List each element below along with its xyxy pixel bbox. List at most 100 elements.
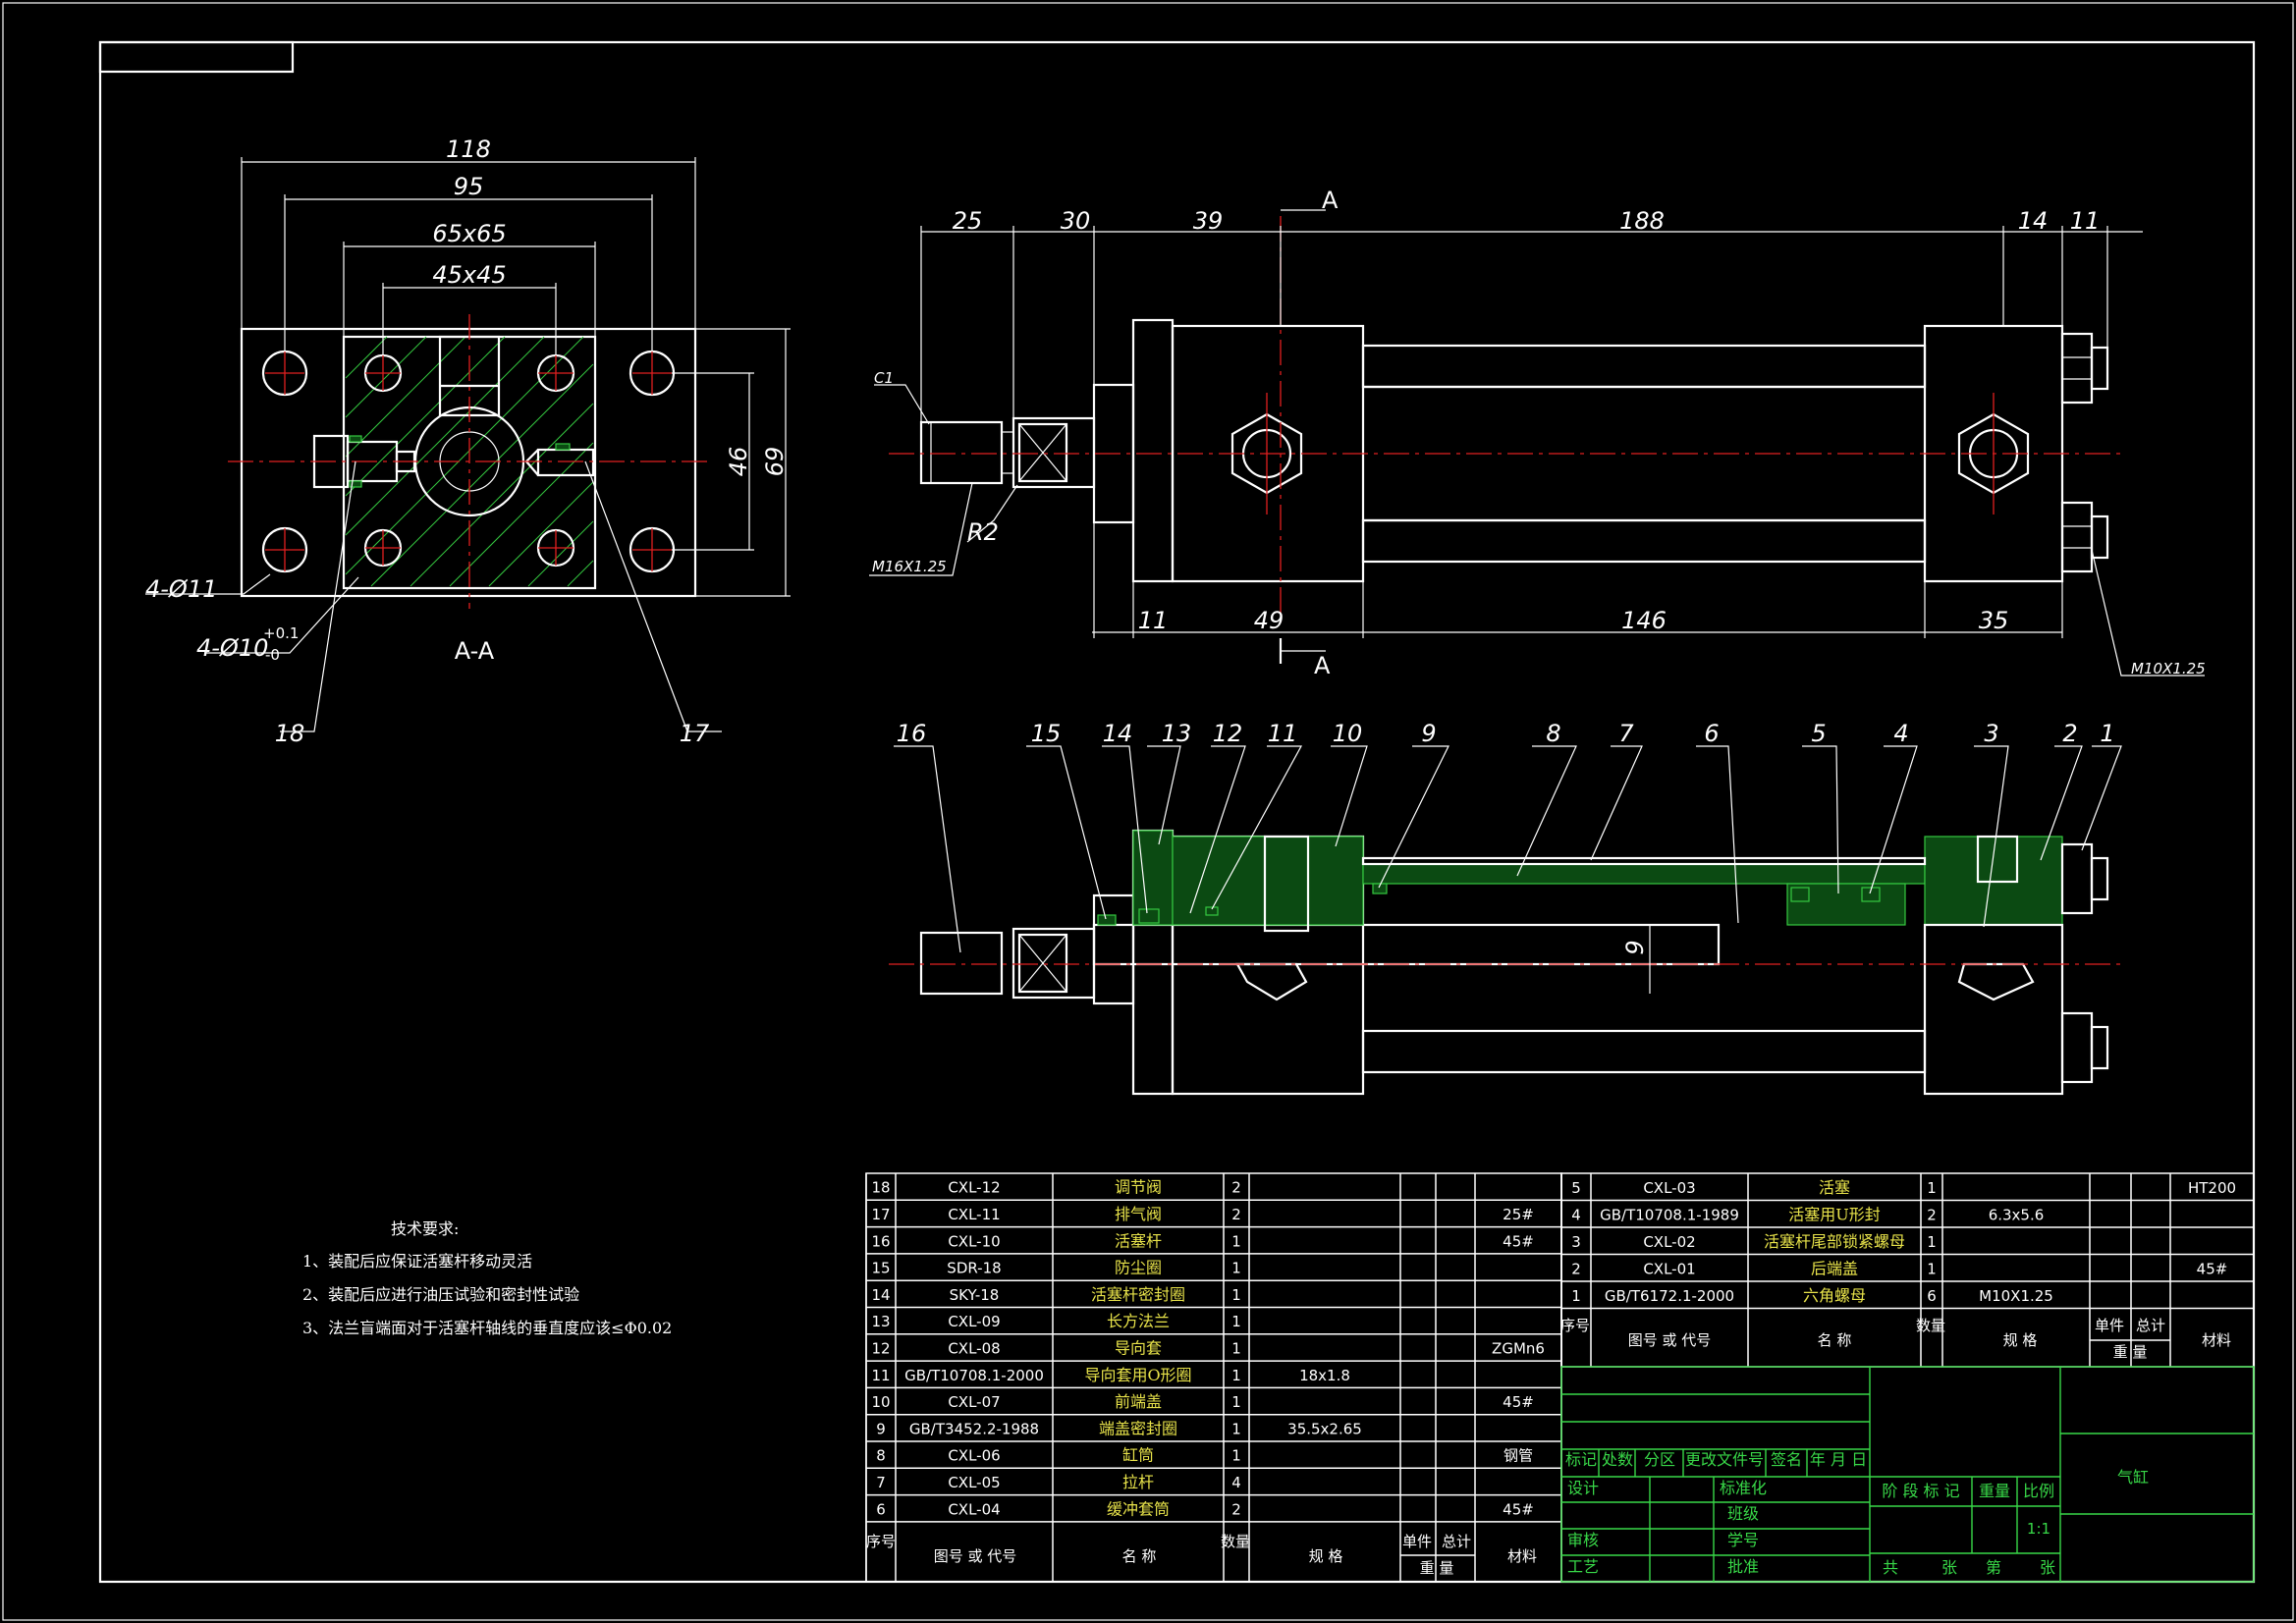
bom-cell-mat: 45#	[1503, 1393, 1534, 1411]
hdr-r-spec: 规 格	[2003, 1331, 2038, 1349]
bom-right-header: 序号 图号 或 代号 名 称 数量 规 格 单件 总计 重 量 材料	[1560, 1317, 2231, 1361]
corner-box	[98, 40, 295, 74]
bom-cell-code: SDR-18	[947, 1260, 1001, 1277]
bom-cell-mat: HT200	[2188, 1179, 2236, 1197]
tb-date: 年 月 日	[1810, 1450, 1867, 1469]
balloon-2: 2	[2062, 720, 2077, 747]
bom-cell-code: CXL-01	[1643, 1260, 1695, 1277]
bom-cell-code: CXL-06	[948, 1447, 1000, 1465]
tb-sign: 签名	[1771, 1450, 1802, 1469]
bom-cell-qty: 1	[1231, 1313, 1241, 1330]
balloon-7: 7	[1618, 720, 1634, 747]
tb-sheet-no: 第	[1986, 1558, 2001, 1577]
tb-student-no: 学号	[1727, 1531, 1759, 1549]
bom-cell-spec: 35.5x2.65	[1287, 1420, 1362, 1437]
bom-cell-no: 4	[1571, 1206, 1581, 1223]
bom-cell-qty: 1	[1231, 1232, 1241, 1250]
bom-cell-mat: 45#	[1503, 1500, 1534, 1518]
bom-cell-code: CXL-08	[948, 1339, 1000, 1357]
bom-cell-no: 2	[1571, 1260, 1581, 1277]
bom-cell-name: 排气阀	[1115, 1205, 1162, 1223]
assembly-view: 9 16 15 14 13 12 11 10	[889, 720, 2122, 1096]
hdr-weight: 重 量	[1420, 1559, 1454, 1577]
tb-scale: 比例	[2023, 1482, 2054, 1500]
section-view-a-a: 118 95 65x65 45x45 46 69 4-Ø11 4-Ø10 +0.…	[145, 135, 791, 747]
bom-cell-no: 15	[871, 1260, 890, 1277]
tb-craft: 工艺	[1567, 1557, 1599, 1576]
bom-cell-spec: 6.3x5.6	[1989, 1206, 2045, 1223]
balloon-13: 13	[1162, 720, 1192, 747]
tb-mark: 标记	[1565, 1450, 1597, 1469]
bom-cell-qty: 1	[1231, 1367, 1241, 1384]
balloon-15: 15	[1031, 720, 1062, 747]
hdr-r-code: 图号 或 代号	[1628, 1331, 1712, 1349]
bom-cell-qty: 1	[1927, 1260, 1937, 1277]
balloon-9: 9	[1421, 720, 1436, 747]
tb-change-doc: 更改文件号	[1685, 1450, 1764, 1469]
hdr-r-qty: 数量	[1916, 1317, 1945, 1334]
bom-cell-code: CXL-03	[1643, 1179, 1695, 1197]
bom-cell-qty: 1	[1231, 1420, 1241, 1437]
bom-cell-no: 17	[871, 1206, 890, 1223]
bom-cell-name: 调节阀	[1115, 1178, 1162, 1197]
tb-standard: 标准化	[1720, 1479, 1767, 1497]
bom-cell-spec: M10X1.25	[1979, 1287, 2053, 1305]
bom-cell-no: 18	[871, 1179, 890, 1197]
tb-approve: 批准	[1727, 1557, 1759, 1576]
bom-cell-no: 1	[1571, 1287, 1581, 1305]
label-c1: C1	[874, 369, 894, 387]
drawing-title: 气缸	[2117, 1468, 2149, 1487]
bom-cell-qty: 1	[1231, 1339, 1241, 1357]
bom-cell-qty: 1	[1927, 1233, 1937, 1251]
tb-zone: 分区	[1644, 1450, 1675, 1469]
bom-cell-qty: 2	[1231, 1206, 1241, 1223]
callout-4-holes-11: 4-Ø11	[145, 575, 217, 603]
bom-cell-qty: 2	[1927, 1206, 1937, 1223]
balloon-8: 8	[1546, 720, 1560, 747]
hdr-total: 总计	[1442, 1533, 1471, 1550]
bom-cell-no: 11	[871, 1367, 890, 1384]
tb-sheets-total: 共	[1883, 1558, 1898, 1577]
bom-cell-qty: 1	[1231, 1393, 1241, 1411]
balloon-11: 11	[1268, 720, 1298, 747]
bom-cell-mat: 钢管	[1503, 1447, 1533, 1465]
hdr-spec: 规 格	[1309, 1547, 1343, 1565]
dim-188: 188	[1619, 207, 1665, 235]
bom-cell-mat: ZGMn6	[1492, 1339, 1545, 1357]
section-mark-bottom: A	[1314, 652, 1331, 679]
bom-cell-name: 导向套用O形圈	[1084, 1366, 1191, 1384]
bom-cell-no: 9	[876, 1420, 886, 1437]
balloon-16: 16	[897, 720, 927, 747]
bom-cell-code: CXL-07	[948, 1393, 1000, 1411]
label-m16: M16X1.25	[872, 558, 947, 575]
bom-cell-qty: 6	[1927, 1287, 1937, 1305]
dim-11: 11	[2070, 207, 2101, 235]
tb-review: 审核	[1567, 1531, 1599, 1549]
bom-cell-code: GB/T6172.1-2000	[1605, 1287, 1734, 1305]
balloon-12: 12	[1213, 720, 1243, 747]
bom-cell-name: 活塞用U形封	[1788, 1205, 1881, 1223]
balloon-numbers: 16 15 14 13 12 11 10 9 8 7 6 5 4 3 2 1	[897, 720, 2115, 747]
dim-49: 49	[1254, 607, 1285, 634]
bom-cell-code: GB/T3452.2-1988	[909, 1420, 1039, 1437]
dim-25: 25	[953, 207, 983, 235]
hdr-r-unit: 单件	[2095, 1317, 2124, 1334]
hdr-r-total: 总计	[2136, 1317, 2165, 1334]
dim-69: 69	[761, 447, 789, 477]
bom-cell-name: 缓冲套筒	[1107, 1499, 1170, 1518]
bom-cell-code: CXL-10	[948, 1232, 1000, 1250]
inner-border	[98, 40, 2256, 1584]
dim-11-bottom: 11	[1138, 607, 1169, 634]
tech-requirements: 技术要求: 1、装配后应保证活塞杆移动灵活 2、装配后应进行油压试验和密封性试验…	[302, 1219, 672, 1337]
bom-cell-no: 5	[1571, 1179, 1581, 1197]
title-block: 标记 处数 分区 更改文件号 签名 年 月 日 设计 标准化 班级 审核 学号 …	[1560, 1366, 2255, 1583]
bom-cell-code: GB/T10708.1-2000	[904, 1367, 1044, 1384]
tolerance-upper: +0.1	[263, 624, 299, 642]
